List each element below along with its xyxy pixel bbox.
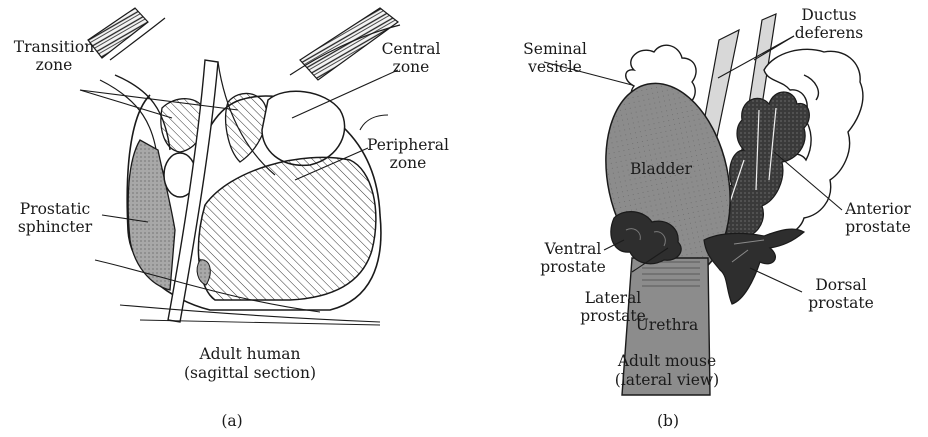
- label-central-zone: Central zone: [370, 40, 452, 76]
- label-transition-zone: Transition zone: [8, 38, 100, 74]
- transition-zone-right: [226, 93, 267, 162]
- peripheral-zone: [198, 157, 375, 300]
- label-bladder: Bladder: [616, 160, 706, 178]
- central-zone: [262, 91, 345, 165]
- caption-adult-mouse: Adult mouse (lateral view): [592, 352, 742, 390]
- label-urethra: Urethra: [622, 316, 712, 334]
- label-peripheral-zone: Peripheral zone: [360, 136, 456, 172]
- dorsal-prostate: [704, 229, 804, 304]
- panel-letter-b: (b): [648, 412, 688, 430]
- label-ventral-prostate: Ventral prostate: [530, 240, 616, 276]
- label-prostatic-sphincter: Prostatic sphincter: [6, 200, 104, 236]
- label-ductus-deferens: Ductus deferens: [784, 6, 874, 42]
- label-dorsal-prostate: Dorsal prostate: [798, 276, 884, 312]
- label-seminal-vesicle: Seminal vesicle: [510, 40, 600, 76]
- panel-letter-a: (a): [212, 412, 252, 430]
- label-anterior-prostate: Anterior prostate: [832, 200, 924, 236]
- panel-a-human-prostate: Transition zone Central zone Peripheral …: [0, 0, 464, 437]
- caption-adult-human: Adult human (sagittal section): [170, 345, 330, 383]
- panel-b-mouse-prostate: Seminal vesicle Ductus deferens Bladder …: [464, 0, 928, 437]
